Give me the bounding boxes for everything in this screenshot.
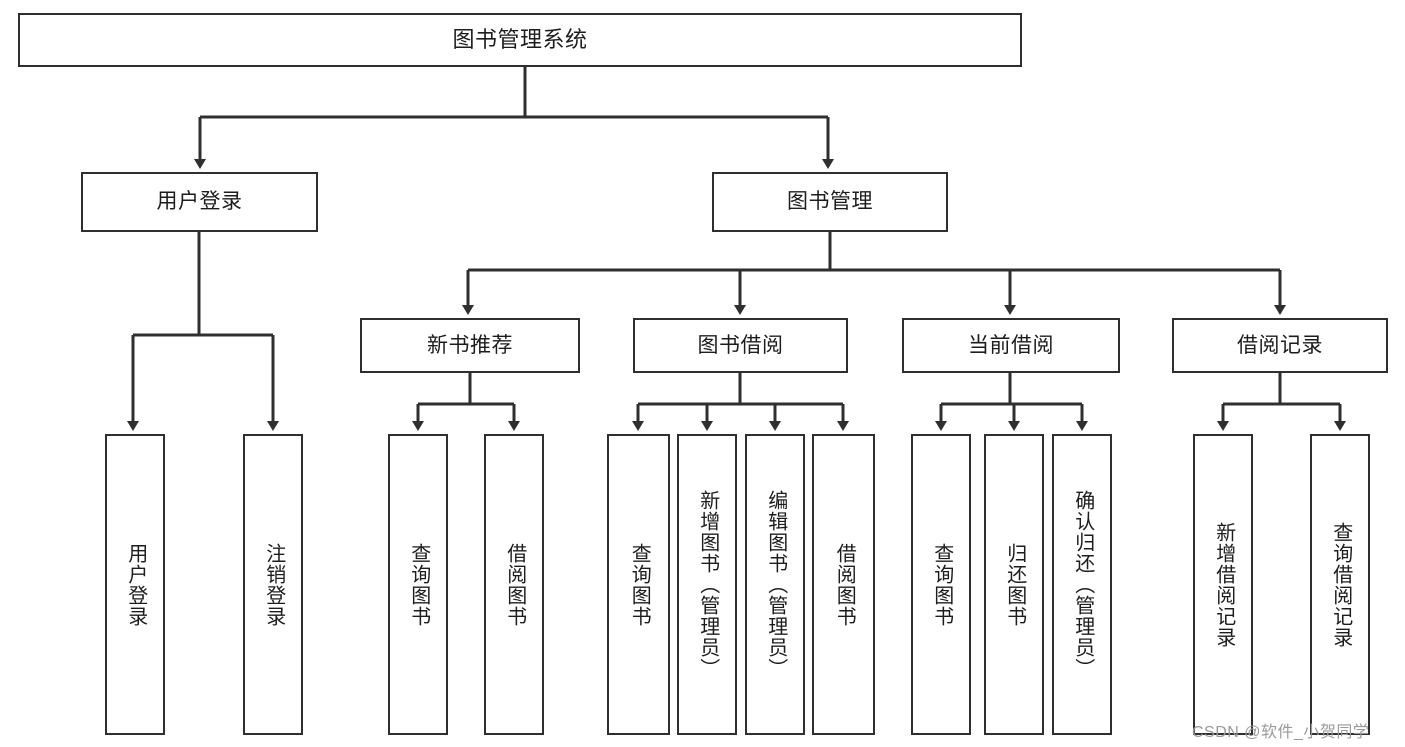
leaf-borrow-books[interactable]: 借阅图书: [812, 434, 875, 735]
node-root-system[interactable]: 图书管理系统: [18, 13, 1022, 67]
leaf-query-books-recommend-label: 查询图书: [407, 542, 430, 627]
node-new-book-recommend[interactable]: 新书推荐: [360, 318, 580, 373]
leaf-borrow-books-recommend-label: 借阅图书: [503, 542, 526, 627]
leaf-query-borrow-record[interactable]: 查询借阅记录: [1310, 434, 1370, 735]
leaf-user-login[interactable]: 用户登录: [105, 434, 165, 735]
leaf-query-borrow-record-label: 查询借阅记录: [1329, 521, 1352, 648]
leaf-edit-book-admin[interactable]: 编辑图书（管理员）: [745, 434, 805, 735]
leaf-confirm-return-admin-label: 确认归还（管理员）: [1071, 490, 1094, 679]
leaf-query-books-borrow[interactable]: 查询图书: [607, 434, 670, 735]
node-user-login[interactable]: 用户登录: [81, 172, 318, 232]
leaf-return-books[interactable]: 归还图书: [984, 434, 1044, 735]
node-borrow-records-label: 借阅记录: [1237, 333, 1323, 357]
node-new-book-recommend-label: 新书推荐: [427, 333, 513, 357]
leaf-add-book-admin-label: 新增图书（管理员）: [696, 490, 719, 679]
leaf-confirm-return-admin[interactable]: 确认归还（管理员）: [1052, 434, 1112, 735]
node-user-login-label: 用户登录: [156, 190, 243, 214]
leaf-return-books-label: 归还图书: [1003, 542, 1026, 627]
node-current-borrow-label: 当前借阅: [968, 333, 1054, 357]
leaf-query-books-current-label: 查询图书: [930, 542, 953, 627]
node-borrow-records[interactable]: 借阅记录: [1172, 318, 1388, 373]
leaf-query-books-recommend[interactable]: 查询图书: [388, 434, 448, 735]
node-book-borrow-label: 图书借阅: [697, 333, 784, 357]
node-book-management[interactable]: 图书管理: [712, 172, 948, 232]
leaf-user-logout[interactable]: 注销登录: [243, 434, 303, 735]
leaf-user-login-label: 用户登录: [124, 542, 147, 627]
leaf-query-books-borrow-label: 查询图书: [628, 542, 651, 627]
leaf-add-borrow-record[interactable]: 新增借阅记录: [1193, 434, 1253, 735]
leaf-borrow-books-label: 借阅图书: [833, 542, 856, 627]
leaf-user-logout-label: 注销登录: [262, 542, 285, 627]
leaf-query-books-current[interactable]: 查询图书: [911, 434, 971, 735]
node-book-management-label: 图书管理: [787, 190, 873, 214]
leaf-add-borrow-record-label: 新增借阅记录: [1212, 521, 1235, 648]
csdn-watermark: CSDN @软件_小贺同学: [1192, 724, 1370, 741]
leaf-borrow-books-recommend[interactable]: 借阅图书: [484, 434, 544, 735]
node-current-borrow[interactable]: 当前借阅: [902, 318, 1120, 373]
leaf-edit-book-admin-label: 编辑图书（管理员）: [764, 490, 787, 679]
node-book-borrow[interactable]: 图书借阅: [633, 318, 848, 373]
leaf-add-book-admin[interactable]: 新增图书（管理员）: [677, 434, 737, 735]
node-root-label: 图书管理系统: [452, 26, 588, 52]
